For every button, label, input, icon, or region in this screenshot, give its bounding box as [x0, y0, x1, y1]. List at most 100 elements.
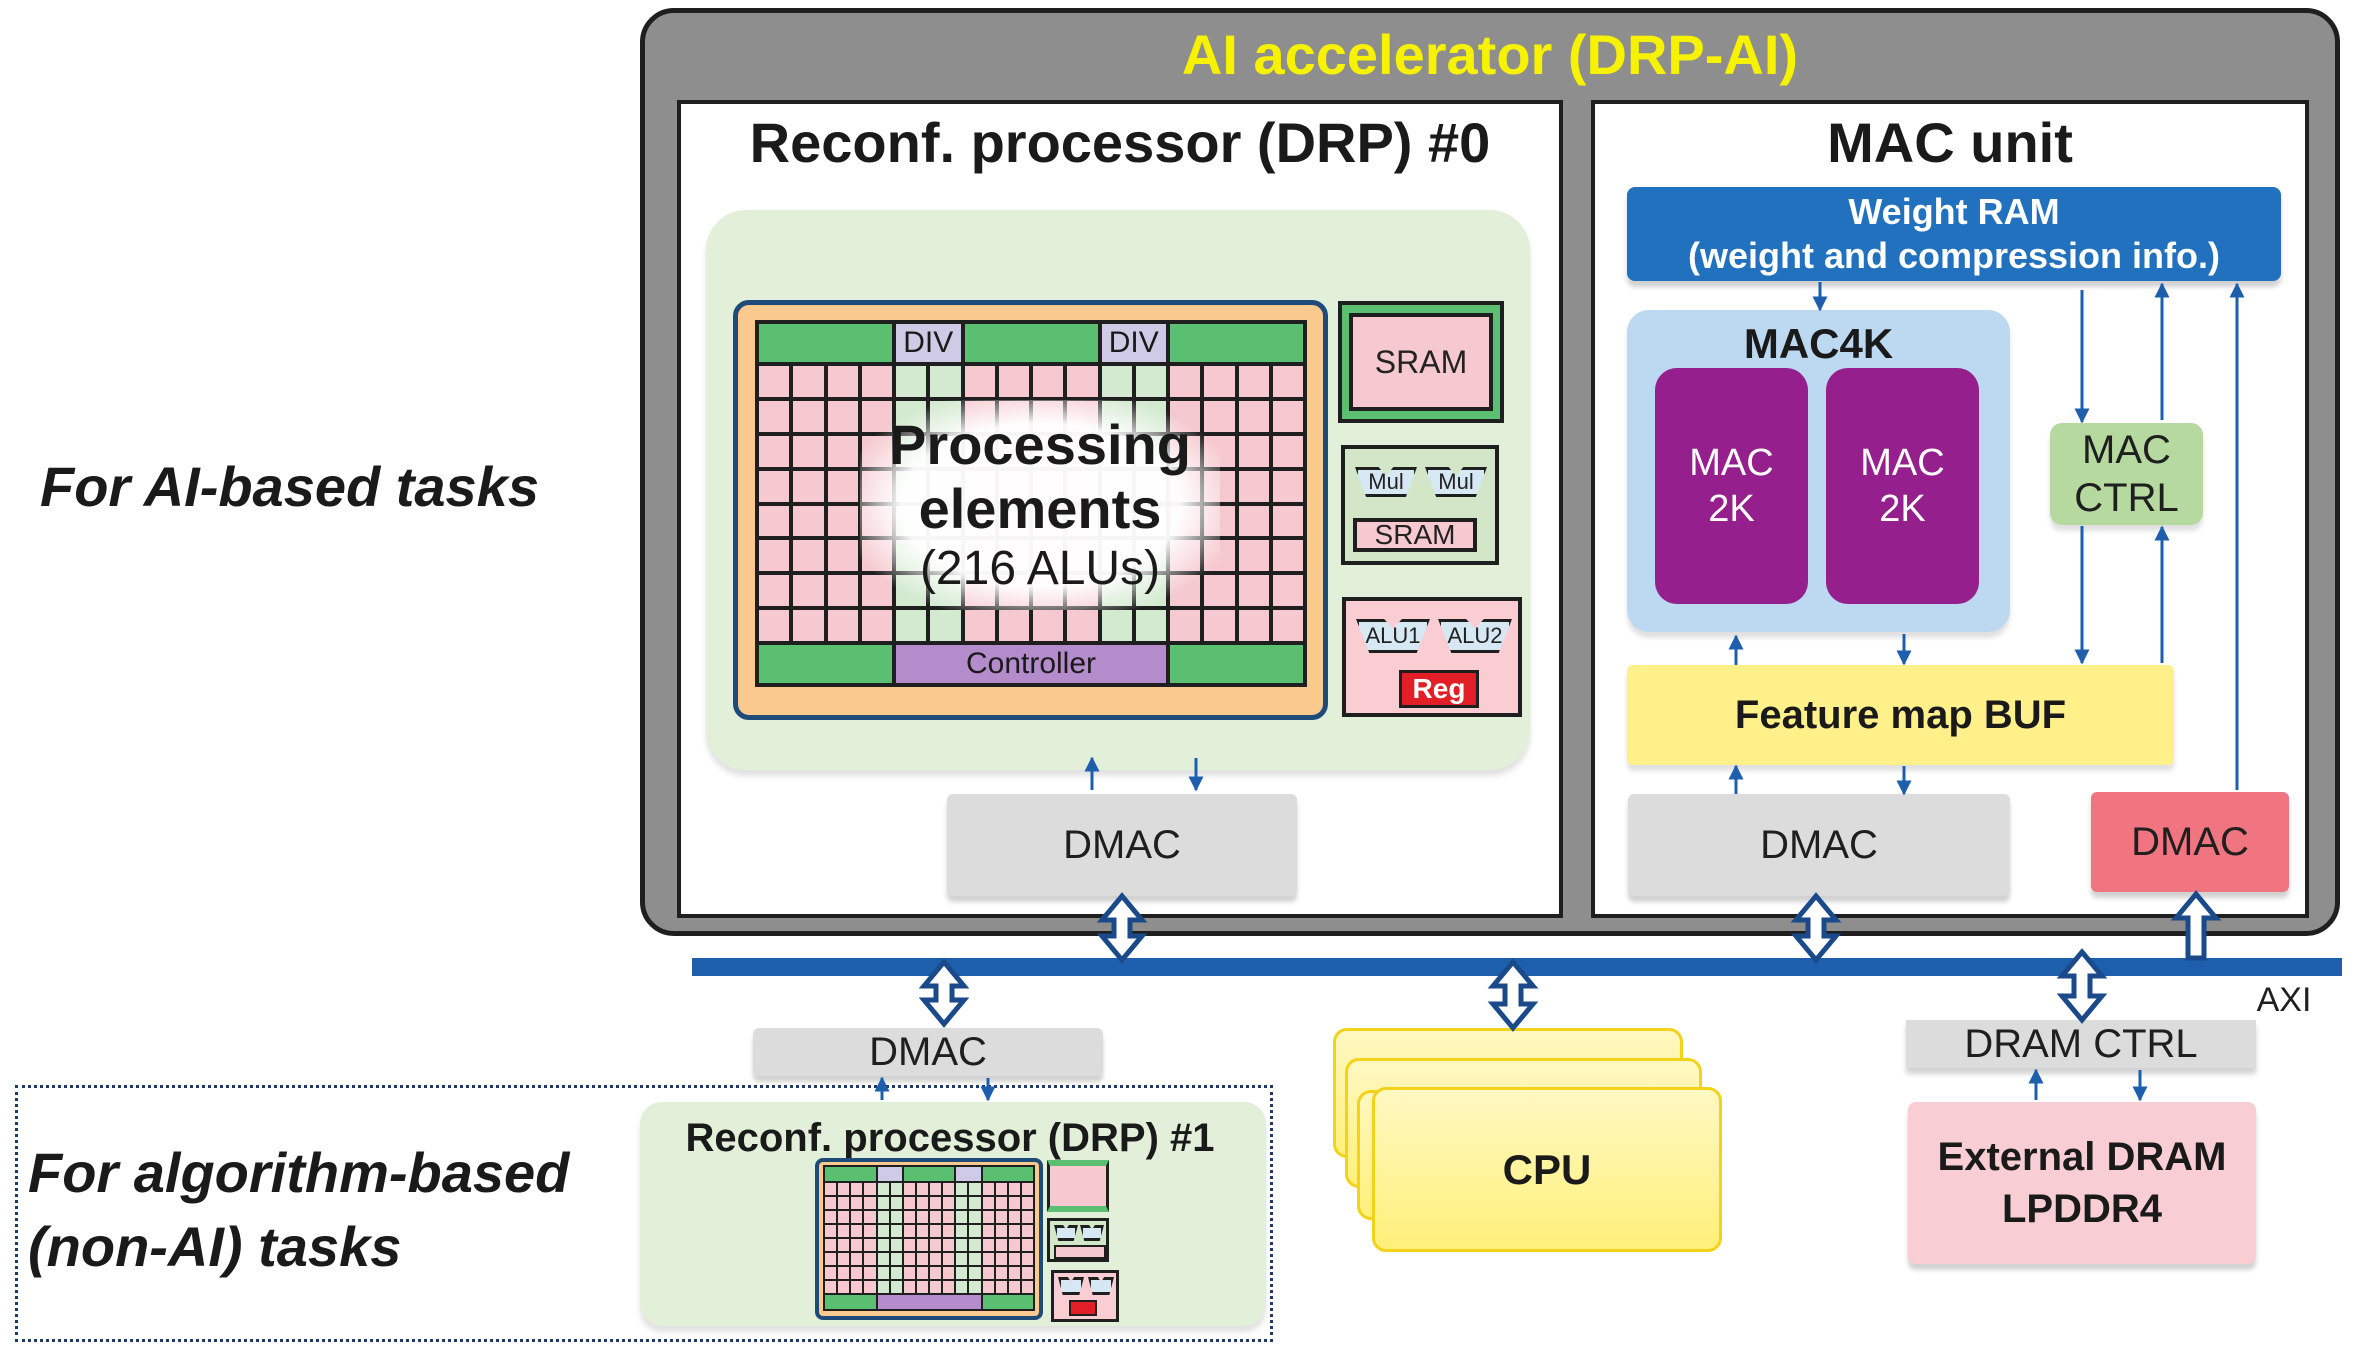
- processing-element: [759, 505, 790, 537]
- processing-element: [956, 1281, 968, 1293]
- processing-element: [877, 1183, 889, 1195]
- processing-element: [982, 1253, 994, 1265]
- drp1-multiplier-block: [1047, 1218, 1109, 1262]
- weight-ram-block: Weight RAM (weight and compression info.…: [1627, 187, 2281, 281]
- dram-ctrl-block: DRAM CTRL: [1906, 1020, 2256, 1068]
- processing-element: [969, 1211, 981, 1223]
- register-block: Reg: [1399, 670, 1479, 708]
- processing-element: [943, 1211, 955, 1223]
- processing-element: [838, 1211, 850, 1223]
- mac-unit-title: MAC unit: [1827, 110, 2073, 174]
- pe-label-line2: elements: [918, 477, 1162, 540]
- processing-element: [969, 1267, 981, 1279]
- processing-element: [827, 540, 858, 572]
- processing-element: [930, 1253, 942, 1265]
- processing-element: [1272, 540, 1303, 572]
- processing-element: [995, 1183, 1007, 1195]
- grid-band: [825, 1295, 876, 1309]
- processing-element: [903, 1239, 915, 1251]
- mac2k-label-line1: MAC: [1689, 442, 1774, 484]
- processing-element: [896, 366, 927, 397]
- processing-element: [916, 1281, 928, 1293]
- processing-element: [851, 1197, 863, 1209]
- processing-element: [956, 1239, 968, 1251]
- processing-element: [943, 1267, 955, 1279]
- processing-element: [930, 1281, 942, 1293]
- processing-element: [1101, 610, 1132, 641]
- weight-ram-label: Weight RAM: [1848, 191, 2060, 232]
- processing-element: [890, 1211, 902, 1223]
- mac2k-block: MAC 2K: [1826, 368, 1979, 604]
- processing-element: [982, 1225, 994, 1237]
- processing-element: [793, 435, 824, 467]
- processing-element: [1238, 435, 1269, 467]
- processing-element: [956, 1183, 968, 1195]
- drp0-dmac: DMAC: [947, 794, 1297, 896]
- processing-element: [1272, 435, 1303, 467]
- processing-element: [903, 1281, 915, 1293]
- processing-element: [1170, 366, 1201, 397]
- grid-band: [903, 1167, 955, 1181]
- processing-element: [877, 1253, 889, 1265]
- mac-ctrl-block: MAC CTRL: [2050, 423, 2203, 525]
- processing-element: [1021, 1253, 1033, 1265]
- processing-element: [1238, 470, 1269, 502]
- processing-element: [1033, 610, 1064, 641]
- processing-element: [956, 1225, 968, 1237]
- drp1-title: Reconf. processor (DRP) #1: [685, 1115, 1215, 1160]
- processing-element: [995, 1211, 1007, 1223]
- processing-element: [890, 1225, 902, 1237]
- processing-element: [890, 1239, 902, 1251]
- drp1-register: [1069, 1300, 1097, 1316]
- processing-element: [956, 1197, 968, 1209]
- processing-element: [1008, 1197, 1020, 1209]
- processing-element: [759, 366, 790, 397]
- processing-element: [827, 366, 858, 397]
- drp1-sram-block: [1047, 1160, 1109, 1212]
- sram-small-block: SRAM: [1353, 518, 1477, 552]
- processing-element: [995, 1281, 1007, 1293]
- processing-element: [793, 540, 824, 572]
- processing-element: [943, 1183, 955, 1195]
- processing-element: [982, 1211, 994, 1223]
- processing-element: [930, 366, 961, 397]
- processing-element: [1021, 1225, 1033, 1237]
- processing-element: [838, 1239, 850, 1251]
- ai-tasks-label: For AI-based tasks: [40, 454, 539, 518]
- mac2k-label-line2: 2K: [1879, 488, 1926, 530]
- grid-band: [964, 324, 1098, 362]
- processing-element: [930, 1225, 942, 1237]
- processing-element: [1067, 366, 1098, 397]
- processing-element: [864, 1183, 876, 1195]
- processing-element: [838, 1253, 850, 1265]
- processing-element: [903, 1183, 915, 1195]
- processing-element: [759, 610, 790, 641]
- processing-element: [995, 1267, 1007, 1279]
- processing-element: [890, 1281, 902, 1293]
- processing-element: [903, 1225, 915, 1237]
- processing-element: [1067, 610, 1098, 641]
- processing-element: [851, 1239, 863, 1251]
- pe-label-line1: Processing: [889, 413, 1191, 476]
- external-dram-block: External DRAM LPDDR4: [1908, 1102, 2256, 1264]
- processing-element: [930, 1239, 942, 1251]
- mac-ctrl-label-line1: MAC: [2082, 428, 2171, 472]
- processing-element: [1021, 1211, 1033, 1223]
- processing-element: [864, 1239, 876, 1251]
- processing-element: [851, 1225, 863, 1237]
- pe-label-line3: (216 ALUs): [919, 542, 1161, 595]
- drp1-alu-unit: [1058, 1277, 1084, 1295]
- processing-element: [838, 1267, 850, 1279]
- processing-element: [1008, 1225, 1020, 1237]
- external-dram-label-line1: External DRAM: [1937, 1135, 2227, 1179]
- processing-element: [1021, 1197, 1033, 1209]
- div-unit: DIV: [896, 324, 961, 362]
- processing-element: [969, 1183, 981, 1195]
- mac2k-label-line2: 2K: [1708, 488, 1755, 530]
- processing-element: [877, 1211, 889, 1223]
- processing-element: [916, 1225, 928, 1237]
- processing-element: [956, 1211, 968, 1223]
- processing-element: [1272, 505, 1303, 537]
- processing-element: [838, 1183, 850, 1195]
- processing-element: [930, 610, 961, 641]
